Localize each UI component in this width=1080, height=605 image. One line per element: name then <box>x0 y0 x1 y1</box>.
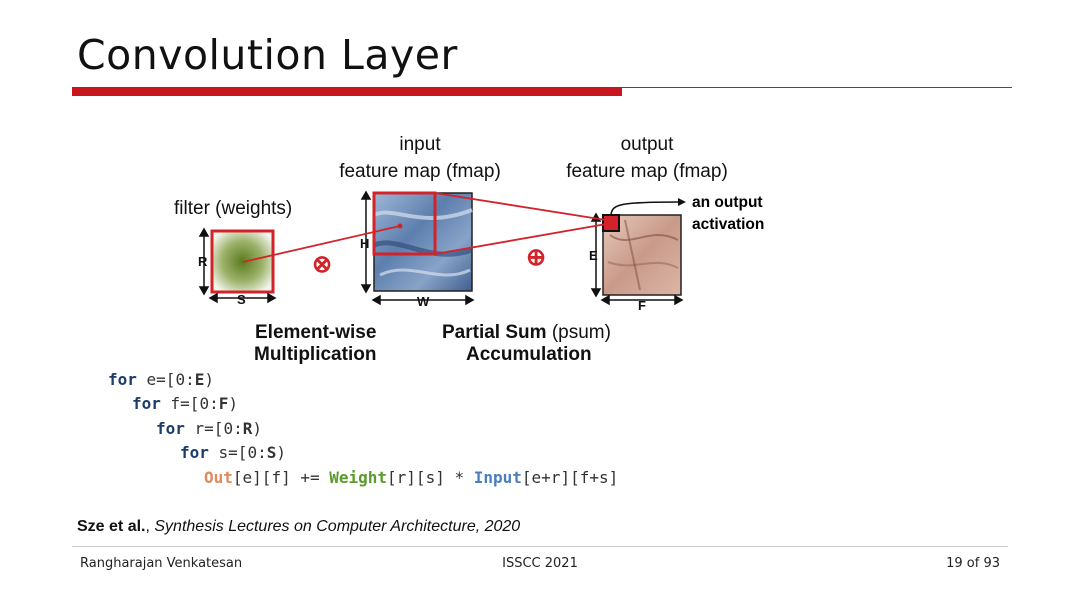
code-line-3: for r=[0:R) <box>156 417 262 442</box>
output-label-line1: output <box>620 134 674 155</box>
caption-partial-sum-psum: (psum) <box>546 322 611 343</box>
filter-label: filter (weights) <box>174 198 293 219</box>
input-label-line1: input <box>399 134 441 155</box>
caption-partial-sum-bold: Partial Sum <box>442 322 547 343</box>
output-activation-arrow <box>610 201 681 216</box>
code-bound-R: R <box>242 419 253 438</box>
code-var-weight: Weight <box>329 468 388 487</box>
output-activation-label-line2: activation <box>692 216 765 233</box>
citation-work: Synthesis Lectures on Computer Architect… <box>154 518 521 535</box>
caption-elementwise: Element-wise <box>255 322 377 343</box>
citation: Sze et al., Synthesis Lectures on Comput… <box>77 518 520 536</box>
caption-partial-sum: Partial Sum (psum) <box>442 322 611 344</box>
dimension-S-label: S <box>237 292 246 307</box>
dimension-F-label: F <box>638 298 646 313</box>
code-var-input: Input <box>473 468 522 487</box>
footer-author: Rangharajan Venkatesan <box>80 556 243 571</box>
connector-lines <box>242 192 613 263</box>
filter-box <box>210 229 275 294</box>
citation-authors: Sze et al. <box>77 518 146 535</box>
output-fmap-box <box>602 214 682 296</box>
input-window-center <box>397 223 403 229</box>
output-label-line2: feature map (fmap) <box>566 161 728 182</box>
caption-accumulation: Accumulation <box>466 344 592 365</box>
input-fmap-box <box>372 191 473 292</box>
code-loop-e: e=[0: <box>136 370 195 389</box>
input-dimension-arrows <box>360 190 475 306</box>
code-line-1: for e=[0:E) <box>108 368 214 393</box>
code-paren: ) <box>276 443 286 462</box>
code-paren: ) <box>204 370 214 389</box>
code-bound-E: E <box>194 370 205 389</box>
code-keyword-for: for <box>156 419 185 438</box>
code-keyword-for: for <box>108 370 137 389</box>
code-bound-F: F <box>218 394 229 413</box>
slide-title: Convolution Layer <box>77 31 458 79</box>
dimension-E-label: E <box>589 248 598 263</box>
code-input-index: [e+r][f+s] <box>521 468 619 487</box>
output-activation-label-line1: an output <box>692 194 763 211</box>
dimension-H-label: H <box>360 236 370 251</box>
code-loop-r: r=[0: <box>184 419 243 438</box>
code-keyword-for: for <box>180 443 209 462</box>
add-icon: ⊕ <box>526 244 547 271</box>
filter-dimension-arrows <box>198 227 277 304</box>
footer-page-number: 19 of 93 <box>946 556 1000 571</box>
dimension-W-label: W <box>417 294 430 309</box>
code-var-out: Out <box>204 468 233 487</box>
input-label-line2: feature map (fmap) <box>339 161 501 182</box>
code-loop-s: s=[0: <box>208 443 267 462</box>
code-line-5: Out[e][f] += Weight[r][s] * Input[e+r][f… <box>204 466 618 491</box>
multiply-icon: ⊗ <box>312 251 333 278</box>
footer-conference: ISSCC 2021 <box>502 556 578 571</box>
dimension-R-label: R <box>198 254 208 269</box>
title-rule-thin <box>622 87 1012 88</box>
caption-multiplication: Multiplication <box>254 344 377 365</box>
code-loop-f: f=[0: <box>160 394 219 413</box>
citation-sep: , <box>145 518 155 535</box>
code-paren: ) <box>252 419 262 438</box>
code-out-index: [e][f] += <box>232 468 330 487</box>
code-weight-index: [r][s] * <box>387 468 474 487</box>
code-keyword-for: for <box>132 394 161 413</box>
code-bound-S: S <box>266 443 277 462</box>
title-rule-thick <box>72 87 622 96</box>
code-line-4: for s=[0:S) <box>180 441 286 466</box>
code-paren: ) <box>228 394 238 413</box>
code-line-2: for f=[0:F) <box>132 392 238 417</box>
footer-rule <box>72 546 1008 547</box>
